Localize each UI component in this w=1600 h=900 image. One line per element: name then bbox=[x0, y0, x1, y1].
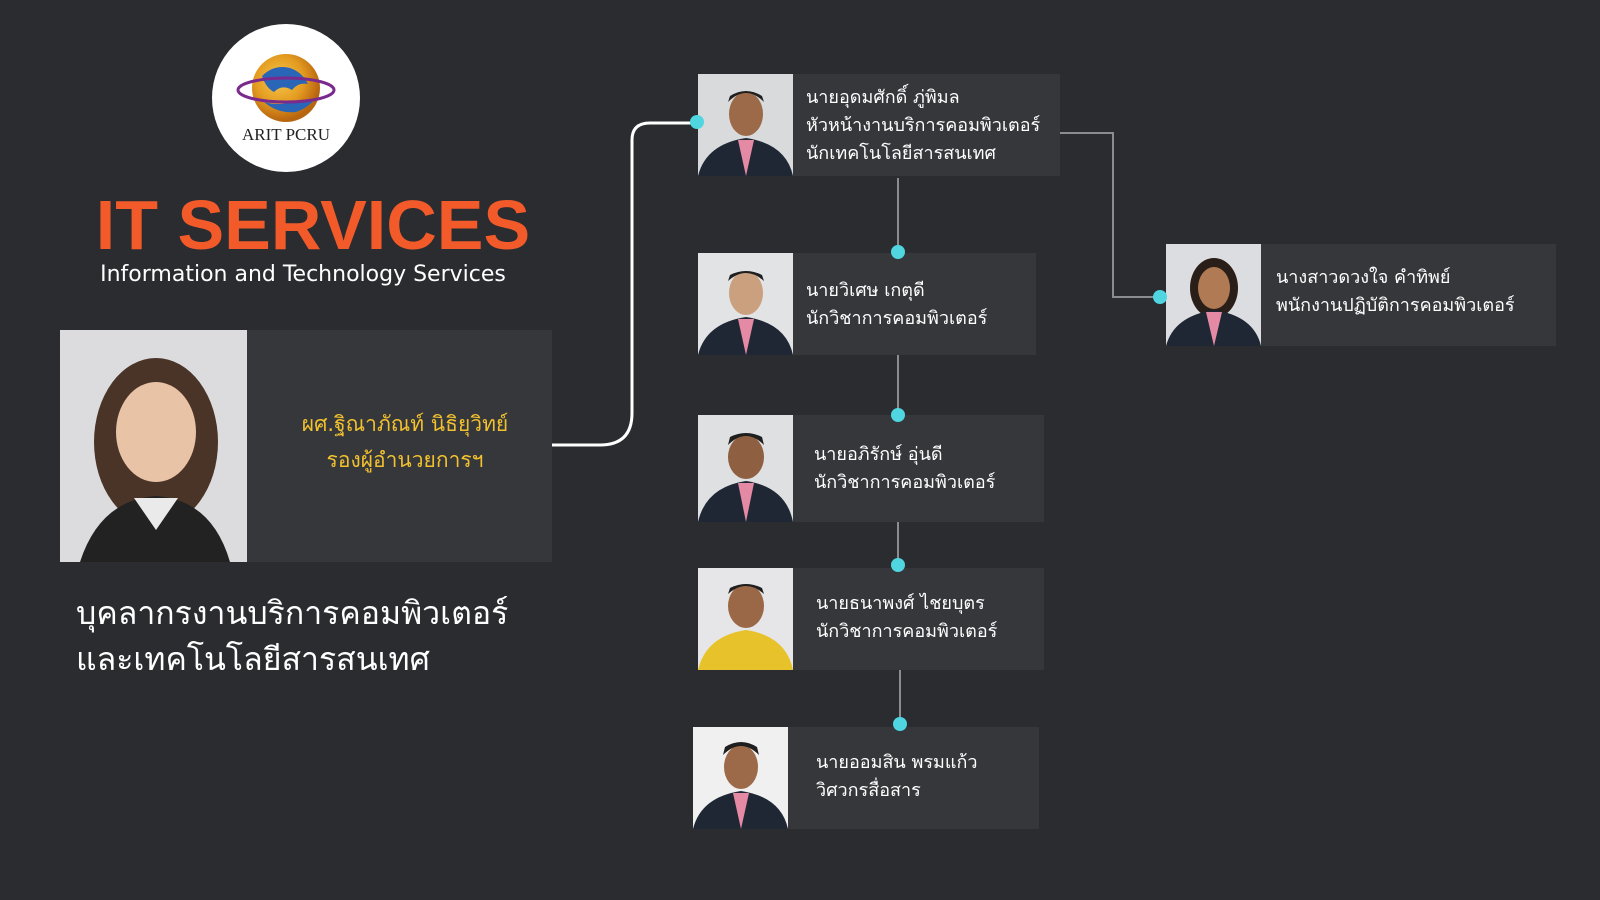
director-position: รองผู้อำนวยการฯ bbox=[326, 448, 484, 472]
staff-name: นายออมสิน พรมแก้ว bbox=[816, 752, 978, 773]
staff-card-head: นายอุดมศักดิ์ ภู่พิมล หัวหน้างานบริการคอ… bbox=[698, 74, 1060, 176]
director-photo bbox=[60, 330, 247, 562]
person-icon bbox=[60, 330, 247, 562]
staff-title: นักวิชาการคอมพิวเตอร์ bbox=[806, 308, 988, 329]
connector-dot bbox=[891, 408, 905, 422]
logo-text: ARIT PCRU bbox=[242, 125, 330, 144]
person-icon bbox=[693, 727, 788, 829]
staff-title: นักวิชาการคอมพิวเตอร์ bbox=[814, 472, 996, 493]
staff-photo bbox=[698, 74, 793, 176]
person-icon bbox=[1166, 244, 1261, 346]
staff-card: นายธนาพงศ์ ไชยบุตร นักวิชาการคอมพิวเตอร์ bbox=[698, 568, 1044, 670]
staff-photo bbox=[698, 568, 793, 670]
staff-photo bbox=[698, 415, 793, 522]
staff-card: นายอภิรักษ์ อุ่นดี นักวิชาการคอมพิวเตอร์ bbox=[698, 415, 1044, 522]
person-icon bbox=[698, 253, 793, 355]
department-name-line1: บุคลากรงานบริการคอมพิวเตอร์ bbox=[76, 594, 509, 632]
globe-icon: ARIT PCRU bbox=[236, 54, 336, 144]
department-name-line2: และเทคโนโลยีสารสนเทศ bbox=[76, 640, 430, 678]
director-to-head-connector bbox=[552, 121, 697, 447]
staff-name: นายวิเศษ เกตุดี bbox=[806, 280, 925, 301]
person-icon bbox=[698, 415, 793, 522]
staff-title: หัวหน้างานบริการคอมพิวเตอร์ bbox=[806, 115, 1041, 136]
staff-photo bbox=[698, 253, 793, 355]
staff-card: นายออมสิน พรมแก้ว วิศวกรสื่อสาร bbox=[693, 727, 1039, 829]
director-info: ผศ.ฐิณาภัณท์ นิธิยุวิทย์ รองผู้อำนวยการฯ bbox=[270, 406, 540, 478]
staff-name: นายธนาพงศ์ ไชยบุตร bbox=[816, 593, 985, 614]
page-subtitle: Information and Technology Services bbox=[100, 262, 506, 287]
director-card: ผศ.ฐิณาภัณท์ นิธิยุวิทย์ รองผู้อำนวยการฯ bbox=[60, 330, 552, 562]
staff-card: นายวิเศษ เกตุดี นักวิชาการคอมพิวเตอร์ bbox=[698, 253, 1036, 355]
connector-dot bbox=[690, 115, 704, 129]
connector-dot bbox=[893, 717, 907, 731]
connector-dot bbox=[891, 558, 905, 572]
staff-name: นายอภิรักษ์ อุ่นดี bbox=[814, 444, 943, 465]
staff-title: นักวิชาการคอมพิวเตอร์ bbox=[816, 621, 998, 642]
staff-title: วิศวกรสื่อสาร bbox=[816, 780, 921, 801]
page-title: IT SERVICES bbox=[95, 186, 531, 264]
department-name: บุคลากรงานบริการคอมพิวเตอร์ และเทคโนโลยี… bbox=[76, 590, 546, 682]
staff-title: พนักงานปฏิบัติการคอมพิวเตอร์ bbox=[1276, 295, 1515, 316]
staff-photo bbox=[693, 727, 788, 829]
head-to-staff6-connector bbox=[1060, 132, 1160, 298]
staff-card: นางสาวดวงใจ คำทิพย์ พนักงานปฏิบัติการคอม… bbox=[1166, 244, 1556, 346]
staff-name: นายอุดมศักดิ์ ภู่พิมล bbox=[806, 87, 960, 108]
arit-logo: ARIT PCRU bbox=[212, 24, 360, 172]
staff-photo bbox=[1166, 244, 1261, 346]
connector-dot bbox=[891, 245, 905, 259]
staff-name: นางสาวดวงใจ คำทิพย์ bbox=[1276, 267, 1451, 288]
person-icon bbox=[698, 568, 793, 670]
staff-title: นักเทคโนโลยีสารสนเทศ bbox=[806, 143, 996, 164]
person-icon bbox=[698, 74, 793, 176]
connector-dot bbox=[1153, 290, 1167, 304]
director-name: ผศ.ฐิณาภัณท์ นิธิยุวิทย์ bbox=[301, 412, 509, 436]
